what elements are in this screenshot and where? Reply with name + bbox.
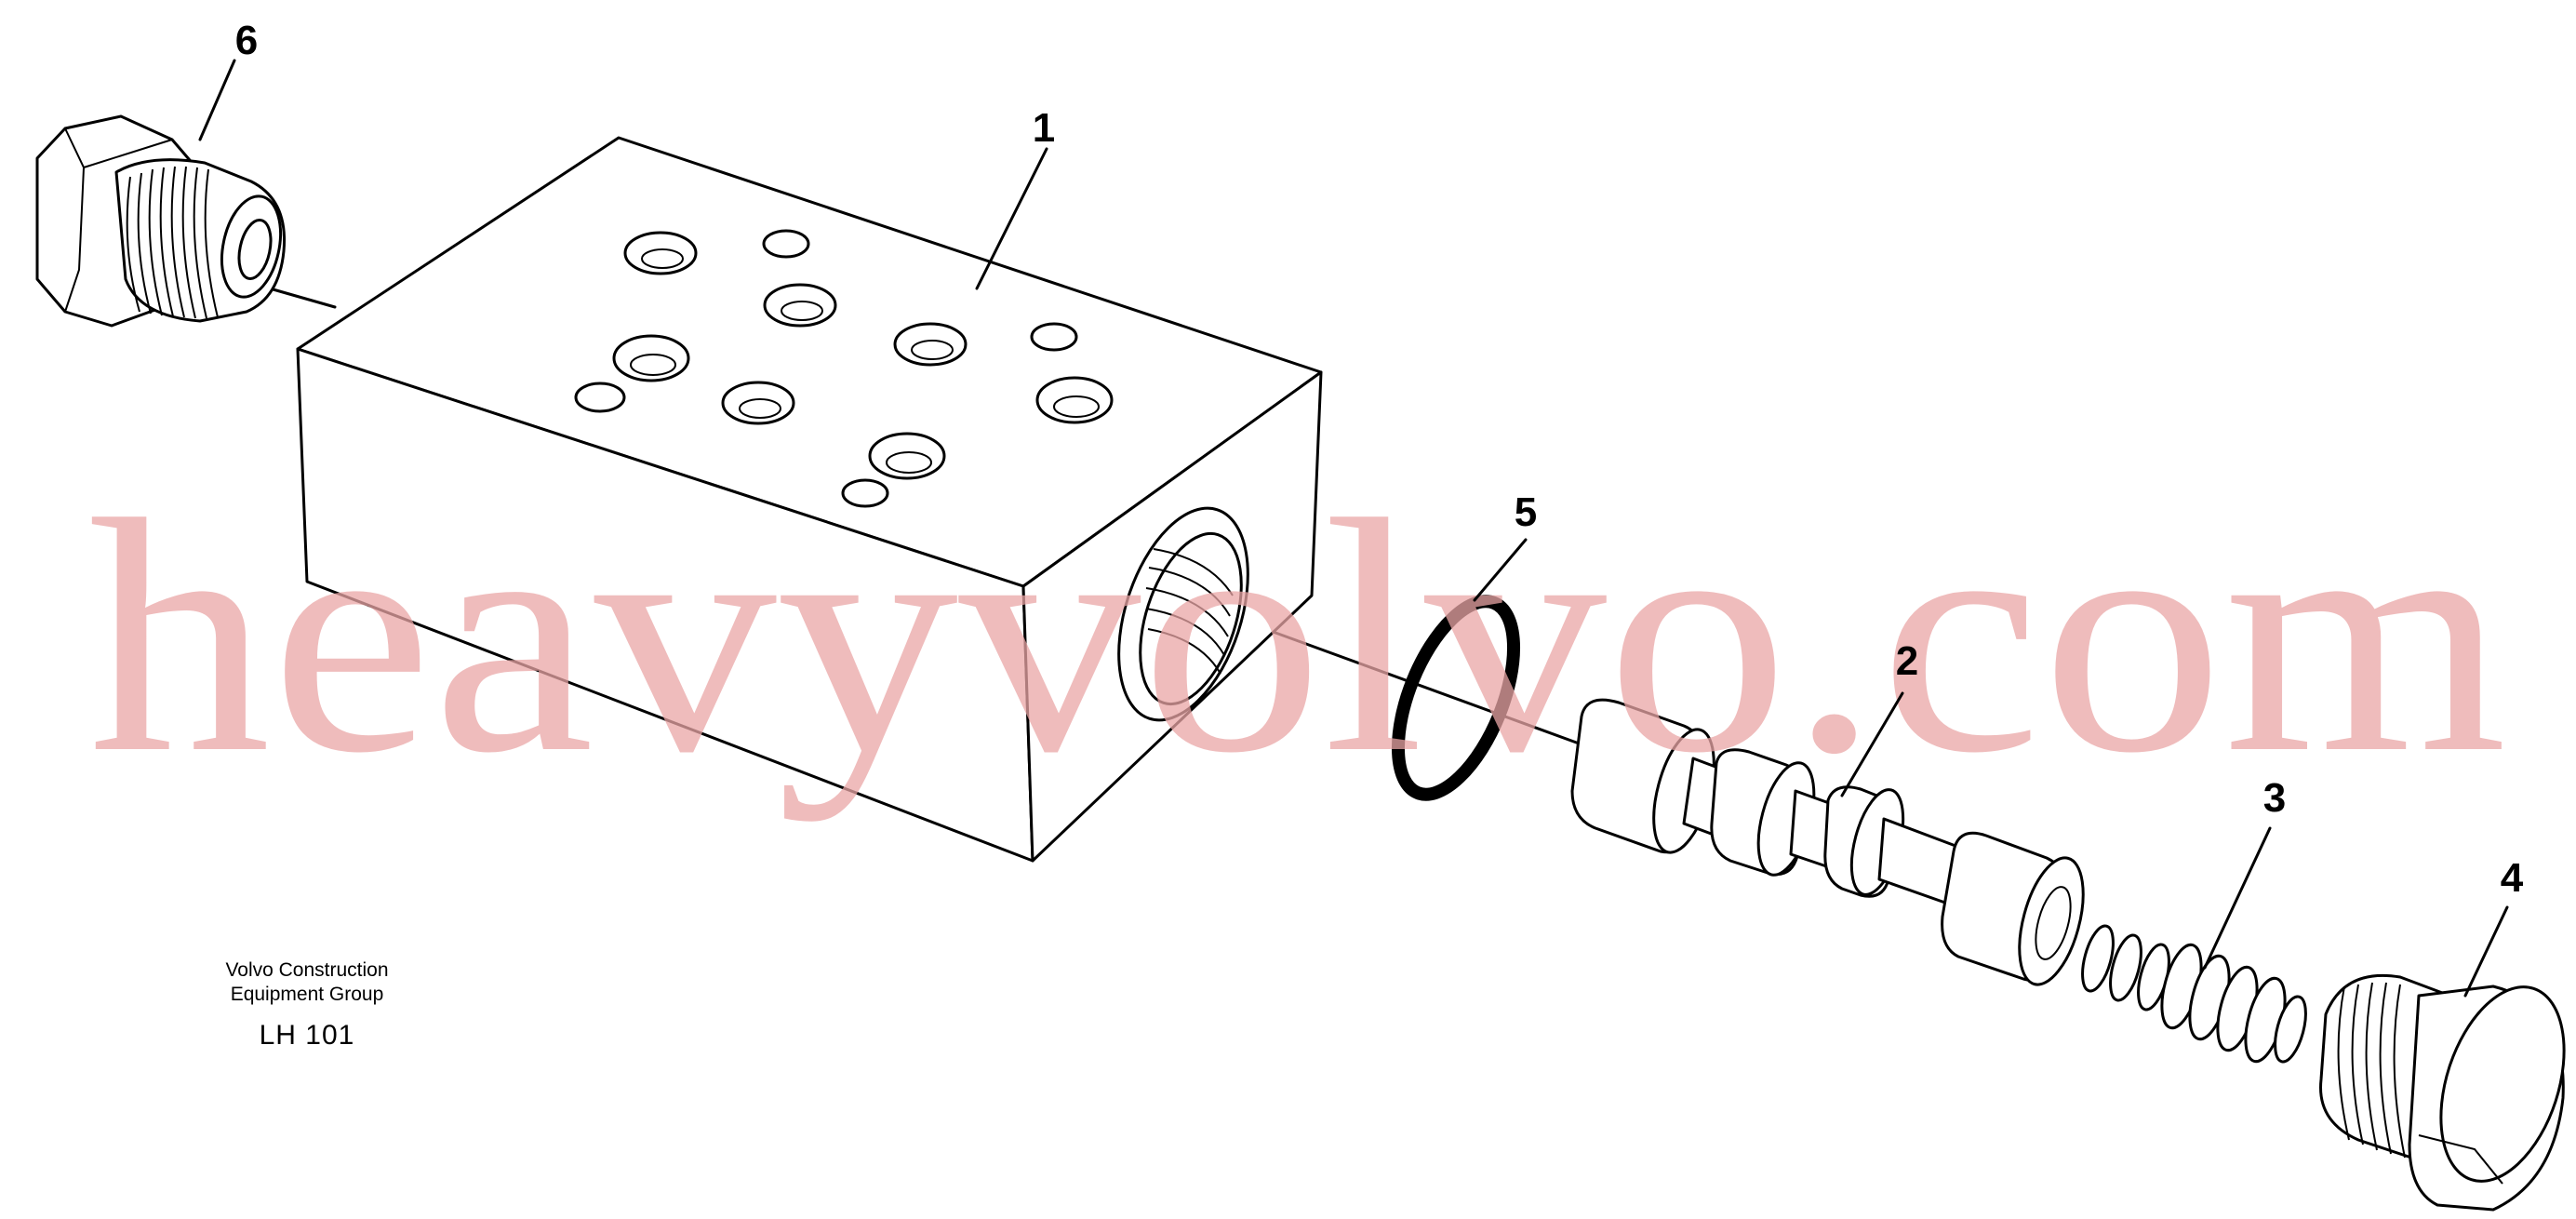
callout-1: 1 xyxy=(1033,105,1055,151)
callout-5: 5 xyxy=(1515,489,1537,535)
caption-company-line1: Volvo Construction xyxy=(186,958,428,983)
callout-4: 4 xyxy=(2501,855,2524,901)
part-4-end-plug xyxy=(2321,971,2576,1210)
watermark-text: heavyvolvo.com xyxy=(88,450,2507,823)
caption-block: Volvo Construction Equipment Group LH 10… xyxy=(186,958,428,1052)
caption-company-line2: Equipment Group xyxy=(186,983,428,1007)
caption-drawing-code: LH 101 xyxy=(186,1020,428,1052)
assembly-axis-line xyxy=(270,288,335,307)
part-6-plug xyxy=(37,116,289,326)
part-3-spring xyxy=(2076,923,2312,1065)
callout-3: 3 xyxy=(2263,775,2286,821)
callout-2: 2 xyxy=(1896,638,1918,684)
callout-6: 6 xyxy=(235,18,258,63)
